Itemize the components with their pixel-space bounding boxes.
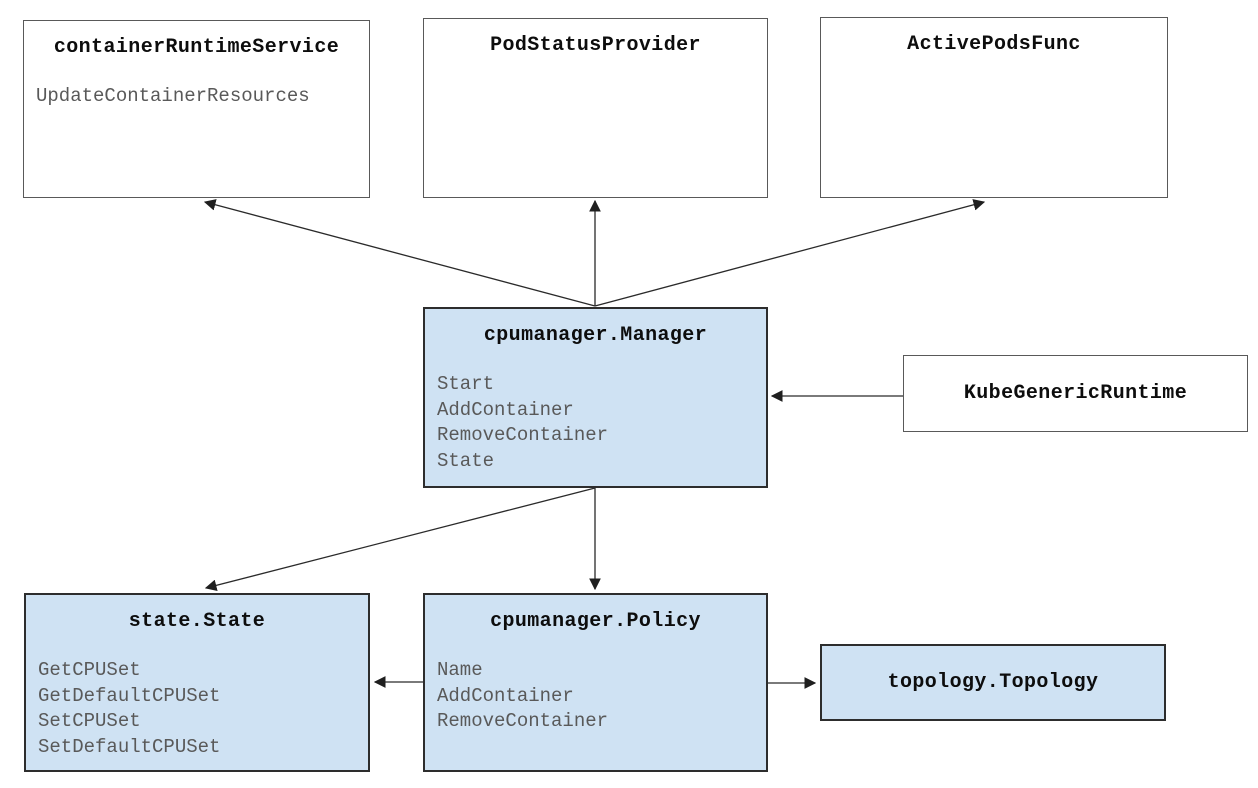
arrow-manager-to-active-pods-func <box>594 199 986 307</box>
box-title: containerRuntimeService <box>53 36 340 59</box>
box-title: PodStatusProvider <box>490 34 701 57</box>
box-pod-status-provider: PodStatusProvider <box>423 18 768 198</box>
box-title: cpumanager.Manager <box>483 324 708 347</box>
method-label: SetDefaultCPUSet <box>38 735 221 758</box>
arrow-manager-to-state <box>204 487 596 592</box>
box-methods: UpdateContainerResources <box>36 84 369 110</box>
arrow-manager-to-container-runtime-service <box>203 199 596 307</box>
box-active-pods-func: ActivePodsFunc <box>820 17 1168 198</box>
box-title: state.State <box>128 610 266 633</box>
method-label: UpdateContainerResources <box>36 85 310 107</box>
box-title: topology.Topology <box>887 671 1099 694</box>
method-label: Start <box>437 373 495 395</box>
box-topology-topology: topology.Topology <box>820 644 1166 721</box>
method-label: SetCPUSet <box>38 710 141 732</box>
box-title: ActivePodsFunc <box>907 33 1081 56</box>
method-label: Name <box>437 659 483 681</box>
box-title: KubeGenericRuntime <box>963 382 1188 405</box>
method-label: GetDefaultCPUSet <box>38 684 221 707</box>
box-container-runtime-service: containerRuntimeService UpdateContainerR… <box>23 20 370 198</box>
method-label: RemoveContainer <box>437 424 609 446</box>
method-label: AddContainer <box>437 398 574 421</box>
method-label: AddContainer <box>437 684 574 707</box>
box-kube-generic-runtime: KubeGenericRuntime <box>903 355 1248 432</box>
method-label: GetCPUSet <box>38 659 141 681</box>
box-title: cpumanager.Policy <box>490 610 701 633</box>
method-label: RemoveContainer <box>437 710 609 732</box>
method-label: State <box>437 449 495 472</box>
